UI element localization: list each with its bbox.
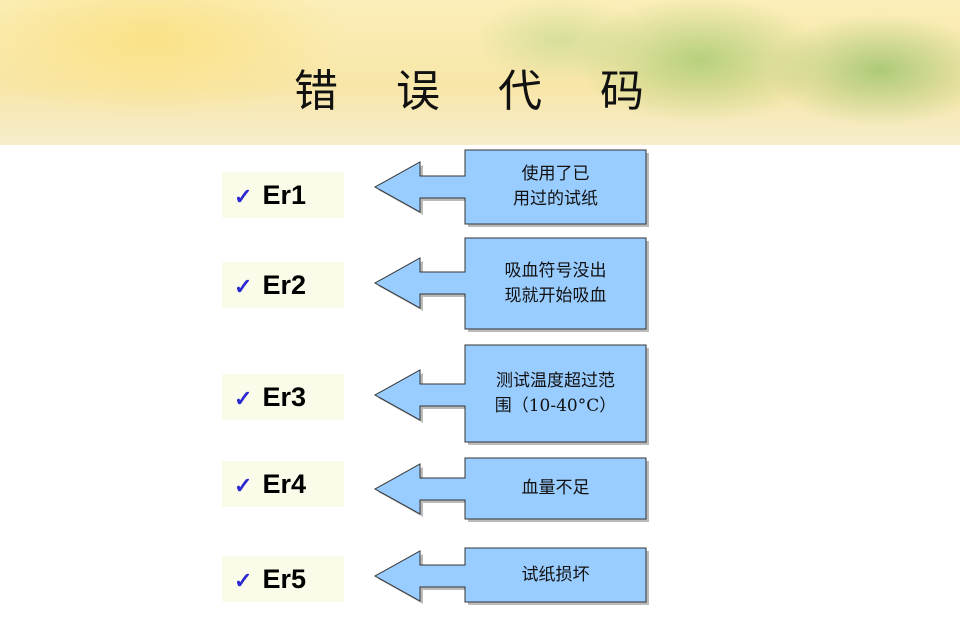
header-banner [0,0,960,145]
error-code-label: Er3 [262,382,306,412]
error-description: 测试温度超过范 围（10-40°C） [465,345,646,442]
error-description-text: 使用了已 用过的试纸 [513,164,598,209]
error-description-text: 吸血符号没出 现就开始吸血 [504,260,607,306]
error-code-label: Er5 [262,564,306,594]
left-arrow-callout [373,237,647,330]
error-code-5: ✓ Er5 [222,556,344,602]
left-arrow-callout [373,149,647,225]
error-description: 血量不足 [465,458,646,519]
error-description: 使用了已 用过的试纸 [465,150,646,224]
left-arrow-callout [373,344,647,443]
error-code-label: Er1 [262,180,306,210]
error-description: 吸血符号没出 现就开始吸血 [465,238,646,329]
error-description-text: 测试温度超过范 围（10-40°C） [494,370,617,416]
left-arrow-callout [373,547,647,603]
error-code-3: ✓ Er3 [222,374,344,420]
error-code-label: Er2 [262,270,306,300]
error-code-4: ✓ Er4 [222,461,344,507]
checkmark-icon: ✓ [234,386,253,411]
checkmark-icon: ✓ [234,568,253,593]
checkmark-icon: ✓ [234,274,253,299]
error-code-1: ✓ Er1 [222,172,344,218]
error-description-text: 试纸损坏 [521,564,590,585]
checkmark-icon: ✓ [234,184,253,209]
error-description: 试纸损坏 [465,548,646,602]
slide-title: 错 误 代 码 [294,66,666,117]
checkmark-icon: ✓ [234,473,253,498]
error-code-2: ✓ Er2 [222,262,344,308]
error-code-label: Er4 [262,469,306,499]
error-description-text: 血量不足 [521,478,590,498]
left-arrow-callout [373,457,647,520]
